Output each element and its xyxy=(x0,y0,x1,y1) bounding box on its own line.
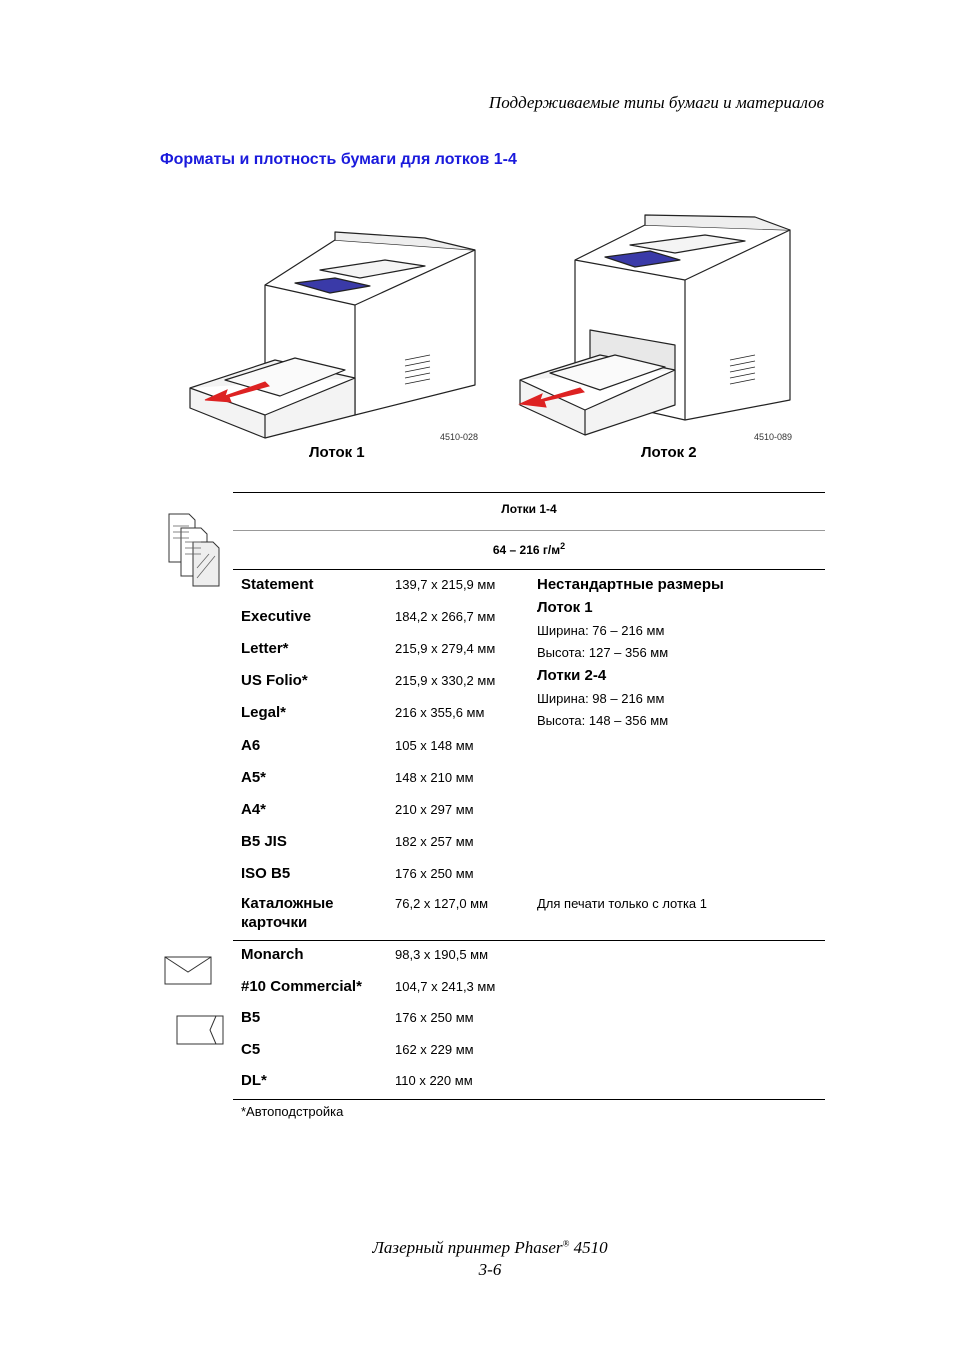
custom-tray1-width: Ширина: 76 – 216 мм xyxy=(537,623,665,638)
row-size: 210 x 297 мм xyxy=(395,801,474,817)
custom-tray1-height: Высота: 127 – 356 мм xyxy=(537,645,669,660)
row-name: B5 JIS xyxy=(241,832,287,850)
row-name: DL* xyxy=(241,1072,267,1090)
figure-code-1: 4510-028 xyxy=(440,432,478,442)
row-size: 139,7 x 215,9 мм xyxy=(395,577,496,592)
figure-code-2: 4510-089 xyxy=(754,432,792,442)
row-size: 184,2 x 266,7 мм xyxy=(395,609,496,625)
arrow-icon xyxy=(518,387,585,408)
table-row: A6 105 x 148 мм xyxy=(241,736,825,766)
row-name: Executive xyxy=(241,608,312,626)
row-name: Monarch xyxy=(241,946,304,963)
footnote: *Автоподстройка xyxy=(241,1104,344,1119)
custom-sizes-block: Нестандартные размеры Лоток 1 Ширина: 76… xyxy=(537,574,724,732)
section-title: Форматы и плотность бумаги для лотков 1-… xyxy=(160,151,517,168)
row-name-line2: карточки xyxy=(241,914,308,931)
row-size: 216 x 355,6 мм xyxy=(395,705,485,721)
figure-caption-tray2: Лоток 2 xyxy=(641,444,697,461)
row-name: C5 xyxy=(241,1040,261,1058)
envelope-section-rule xyxy=(233,940,825,941)
running-header: Поддерживаемые типы бумаги и материалов xyxy=(488,93,824,112)
table-row: B5 JIS 182 x 257 мм xyxy=(241,832,825,862)
envelope-flap-icon xyxy=(176,1015,224,1045)
table-header-rule xyxy=(233,530,825,531)
row-name-line1: Каталожные xyxy=(241,895,334,912)
row-name: Statement xyxy=(241,576,314,593)
row-size: 162 x 229 мм xyxy=(395,1041,474,1057)
row-name: US Folio* xyxy=(241,672,308,690)
arrow-icon xyxy=(204,381,270,403)
row-size: 176 x 250 мм xyxy=(395,1010,474,1026)
row-size: 105 x 148 мм xyxy=(395,737,474,753)
table-top-rule xyxy=(233,492,825,493)
footer-product: Лазерный принтер Phaser® 4510 xyxy=(372,1238,608,1257)
row-size: 215,9 x 279,4 мм xyxy=(395,641,496,657)
row-size: 98,3 x 190,5 мм xyxy=(395,947,489,962)
row-name: Legal* xyxy=(241,704,287,722)
table-weight-rule xyxy=(233,569,825,570)
table-row: ISO B5 176 x 250 мм xyxy=(241,864,825,894)
table-row: Каталожные карточки 76,2 x 127,0 мм Для п… xyxy=(241,894,825,939)
envelope-icon xyxy=(164,956,212,985)
row-size: 104,7 x 241,3 мм xyxy=(395,978,496,994)
page-number: 3-6 xyxy=(478,1260,502,1279)
row-note: Для печати только с лотка 1 xyxy=(537,896,707,911)
table-row: Monarch 98,3 x 190,5 мм xyxy=(241,945,825,975)
printer-tray2-illustration xyxy=(519,214,791,436)
custom-tray24-title: Лотки 2-4 xyxy=(537,667,607,684)
table-row: C5 162 x 229 мм xyxy=(241,1040,825,1070)
custom-tray24-width: Ширина: 98 – 216 мм xyxy=(537,691,665,706)
table-weight: 64 – 216 г/м2 xyxy=(492,541,566,557)
row-size: 182 x 257 мм xyxy=(395,833,474,849)
printer-tray1-illustration xyxy=(189,231,476,439)
figure-caption-tray1: Лоток 1 xyxy=(309,444,365,461)
table-row: Letter* 215,9 x 279,4 мм xyxy=(241,639,825,669)
table-row: US Folio* 215,9 x 330,2 мм xyxy=(241,671,825,701)
printer-illustrations: 4510-028 4510-089 xyxy=(189,214,792,442)
table-row: Statement 139,7 x 215,9 мм xyxy=(241,575,825,605)
row-name: B5 xyxy=(241,1009,261,1027)
row-name: A6 xyxy=(241,736,261,754)
table-row: A4* 210 x 297 мм xyxy=(241,800,825,830)
row-name: Letter* xyxy=(241,640,289,658)
table-row: Legal* 216 x 355,6 мм xyxy=(241,703,825,733)
row-size: 176 x 250 мм xyxy=(395,865,474,881)
row-size: 148 x 210 мм xyxy=(395,769,474,785)
table-row: A5* 148 x 210 мм xyxy=(241,768,825,798)
paper-stack-icon xyxy=(168,513,220,587)
row-size: 215,9 x 330,2 мм xyxy=(395,673,496,689)
row-name: A5* xyxy=(241,768,267,786)
row-size: 110 x 220 мм xyxy=(395,1073,473,1089)
table-row: Executive 184,2 x 266,7 мм xyxy=(241,607,825,637)
table-row: #10 Commercial* 104,7 x 241,3 мм xyxy=(241,977,825,1007)
row-name: #10 Commercial* xyxy=(241,977,362,995)
row-name: ISO B5 xyxy=(241,864,291,882)
table-row: DL* 110 x 220 мм xyxy=(241,1071,825,1101)
row-name: A4* xyxy=(241,800,267,818)
custom-tray24-height: Высота: 148 – 356 мм xyxy=(537,713,669,728)
custom-tray1-title: Лоток 1 xyxy=(537,599,593,616)
row-size: 76,2 x 127,0 мм xyxy=(395,896,489,911)
table-header: Лотки 1-4 xyxy=(501,502,557,516)
table-bottom-rule xyxy=(233,1099,825,1100)
custom-title: Нестандартные размеры xyxy=(537,576,724,593)
table-row: B5 176 x 250 мм xyxy=(241,1008,825,1038)
